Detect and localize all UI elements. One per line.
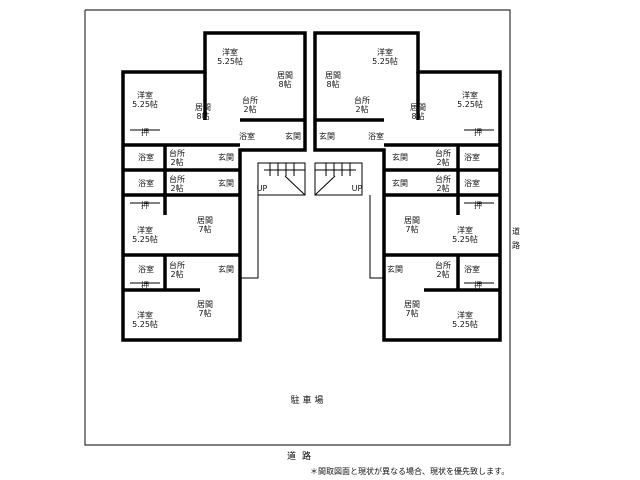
western-room-size-label: 5.25帖 bbox=[217, 56, 243, 66]
western-room-size-label: 5.25帖 bbox=[132, 99, 158, 109]
western-room-label: 洋室 bbox=[377, 47, 393, 57]
kitchen-label: 台所 bbox=[435, 148, 451, 158]
kitchen-label: 台所 bbox=[169, 174, 185, 184]
closet-label: 押 bbox=[141, 200, 149, 210]
bathroom-label: 浴室 bbox=[239, 131, 255, 141]
kitchen-label: 台所 bbox=[435, 260, 451, 270]
living-room-label: 居間 bbox=[325, 71, 341, 80]
road-right-label-2: 路 bbox=[512, 240, 520, 250]
living-room-size-label: 7帖 bbox=[198, 224, 211, 234]
western-room-label: 洋室 bbox=[457, 225, 473, 235]
kitchen-size-label: 2帖 bbox=[436, 269, 449, 279]
entrance-label: 玄関 bbox=[285, 131, 301, 141]
site-boundary bbox=[84, 9, 511, 446]
entrance-label: 玄関 bbox=[218, 152, 234, 162]
bathroom-label: 浴室 bbox=[138, 264, 154, 274]
parking-label: 駐 車 場 bbox=[291, 394, 324, 406]
bathroom-label: 浴室 bbox=[464, 178, 480, 188]
living-room-size-label: 7帖 bbox=[198, 308, 211, 318]
kitchen-size-label: 2帖 bbox=[170, 157, 183, 167]
bathroom-label: 浴室 bbox=[464, 264, 480, 274]
entrance-label: 玄関 bbox=[392, 178, 408, 188]
kitchen-label: 台所 bbox=[169, 260, 185, 270]
western-room-size-label: 5.25帖 bbox=[452, 234, 478, 244]
western-room-size-label: 5.25帖 bbox=[132, 234, 158, 244]
closet-label: 押 bbox=[141, 127, 149, 137]
disclaimer-note: ＊間取図面と現状が異なる場合、現状を優先致します。 bbox=[310, 467, 510, 476]
closet-label: 押 bbox=[141, 280, 149, 290]
entrance-label: 玄関 bbox=[218, 264, 234, 274]
living-room-label: 居間 bbox=[404, 216, 420, 225]
living-room-size-label: 8帖 bbox=[411, 111, 424, 121]
bathroom-label: 浴室 bbox=[368, 131, 384, 141]
corridor-left bbox=[240, 195, 259, 279]
kitchen-label: 台所 bbox=[435, 174, 451, 184]
western-room-label: 洋室 bbox=[137, 90, 153, 100]
western-room-label: 洋室 bbox=[462, 90, 478, 100]
stairs-left bbox=[257, 162, 306, 196]
left-building bbox=[121, 31, 307, 342]
kitchen-size-label: 2帖 bbox=[436, 183, 449, 193]
kitchen-size-label: 2帖 bbox=[355, 104, 368, 114]
entrance-label: 玄関 bbox=[319, 131, 335, 141]
entrance-label: 玄関 bbox=[392, 152, 408, 162]
bathroom-label: 浴室 bbox=[138, 152, 154, 162]
road-right-label-1: 道 bbox=[512, 226, 520, 236]
western-room-label: 洋室 bbox=[457, 310, 473, 320]
stairs-up-label-left: UP bbox=[257, 184, 268, 193]
western-room-label: 洋室 bbox=[137, 225, 153, 235]
kitchen-label: 台所 bbox=[169, 148, 185, 158]
western-room-size-label: 5.25帖 bbox=[452, 319, 478, 329]
living-room-label: 居間 bbox=[277, 71, 293, 80]
closet-label: 押 bbox=[474, 280, 482, 290]
corridor-right bbox=[369, 195, 384, 279]
kitchen-label: 台所 bbox=[242, 95, 258, 105]
kitchen-size-label: 2帖 bbox=[436, 157, 449, 167]
closet-label: 押 bbox=[474, 127, 482, 137]
kitchen-label: 台所 bbox=[354, 95, 370, 105]
western-room-size-label: 5.25帖 bbox=[457, 99, 483, 109]
bathroom-label: 浴室 bbox=[464, 152, 480, 162]
stairs-up-label-right: UP bbox=[352, 184, 363, 193]
living-room-size-label: 8帖 bbox=[326, 79, 339, 89]
living-room-label: 居間 bbox=[404, 300, 420, 309]
road-bottom-label: 道路 bbox=[287, 452, 318, 462]
living-room-label: 居間 bbox=[410, 103, 426, 112]
bathroom-label: 浴室 bbox=[138, 178, 154, 188]
living-room-size-label: 7帖 bbox=[405, 308, 418, 318]
living-room-label: 居間 bbox=[197, 216, 213, 225]
living-room-size-label: 8帖 bbox=[196, 111, 209, 121]
closet-label: 押 bbox=[474, 200, 482, 210]
living-room-label: 居間 bbox=[197, 300, 213, 309]
living-room-label: 居間 bbox=[195, 103, 211, 112]
kitchen-size-label: 2帖 bbox=[170, 269, 183, 279]
kitchen-size-label: 2帖 bbox=[170, 183, 183, 193]
stairs-right bbox=[314, 162, 363, 196]
entrance-label: 玄関 bbox=[387, 264, 403, 274]
kitchen-size-label: 2帖 bbox=[243, 104, 256, 114]
entrance-label: 玄関 bbox=[218, 178, 234, 188]
right-building bbox=[313, 31, 502, 342]
living-room-size-label: 8帖 bbox=[278, 79, 291, 89]
western-room-label: 洋室 bbox=[137, 310, 153, 320]
western-room-label: 洋室 bbox=[222, 47, 238, 57]
western-room-size-label: 5.25帖 bbox=[372, 56, 398, 66]
western-room-size-label: 5.25帖 bbox=[132, 319, 158, 329]
living-room-size-label: 7帖 bbox=[405, 224, 418, 234]
